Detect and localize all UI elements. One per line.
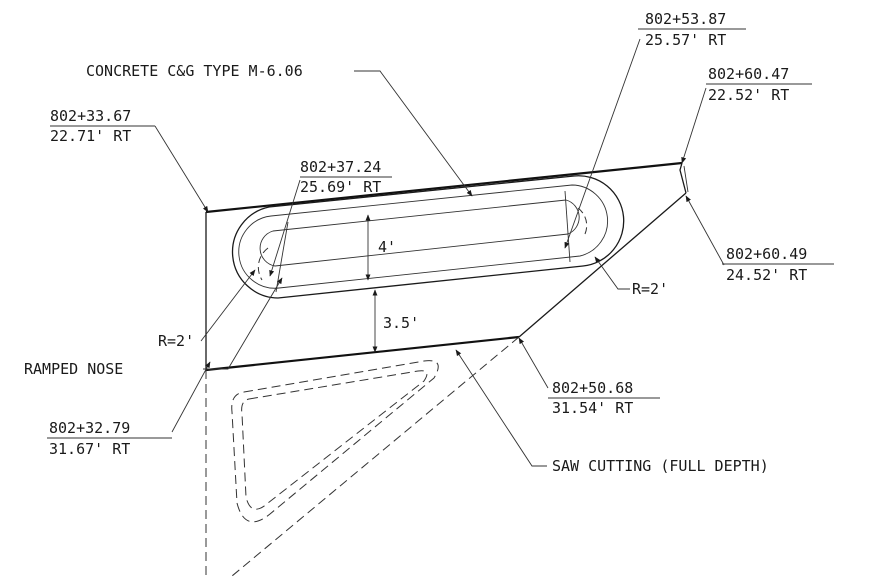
ramp-dashed-arc-right [577,207,588,235]
label-ramped-nose: RAMPED NOSE [24,360,123,378]
island-diagonal-edge [518,192,687,338]
leader-lines [154,38,725,467]
station-s6: 802+50.68 [552,379,633,397]
offset-s6: 31.54' RT [552,399,633,417]
island-outline [205,161,689,372]
offset-s1: 22.71' RT [50,127,131,145]
dimension-4ft: 4' [365,214,396,281]
ramp-break-line-right [564,190,571,263]
leader-s7 [171,361,211,433]
label-radius-left: R=2' [158,332,194,350]
dimension-4ft-label: 4' [378,238,396,256]
existing-triangle-outer [231,360,439,523]
curb-middle-outline [238,184,608,289]
island-right-end [679,162,687,194]
leader-radius-left [200,269,256,342]
saw-cut-diagonal-dashed [231,336,520,577]
offset-s7: 31.67' RT [49,440,130,458]
existing-triangle-inner [241,370,428,510]
leader-s1 [154,125,209,213]
curb-island [231,175,625,299]
island-right-end-inner [683,165,689,193]
ramp-dashed-arc-left [257,247,269,281]
offset-s3: 25.57' RT [645,31,726,49]
leader-curb-type [354,70,473,197]
dimension-3-5ft-label: 3.5' [383,314,419,332]
offset-s4: 22.52' RT [708,86,789,104]
station-s5: 802+60.49 [726,245,807,263]
dimension-3-5ft: 3.5' [372,289,419,353]
annotation-labels: CONCRETE C&G TYPE M-6.06 802+33.67 22.71… [24,10,834,475]
leader-saw-cutting [455,349,547,467]
label-curb-type: CONCRETE C&G TYPE M-6.06 [86,62,303,80]
station-s4: 802+60.47 [708,65,789,83]
station-s1: 802+33.67 [50,107,131,125]
leader-ramped-nose [203,277,283,370]
station-s2: 802+37.24 [300,158,381,176]
station-s7: 802+32.79 [49,419,130,437]
ramp-break-line-left [275,221,289,293]
leader-s5 [685,195,725,266]
label-saw-cutting: SAW CUTTING (FULL DEPTH) [552,457,769,475]
station-s3: 802+53.87 [645,10,726,28]
leader-s4 [681,87,707,164]
existing-triangle-area [205,336,520,578]
leader-radius-right [594,256,630,290]
leader-s6 [518,337,549,389]
offset-s5: 24.52' RT [726,266,807,284]
label-radius-right: R=2' [632,280,668,298]
offset-s2: 25.69' RT [300,178,381,196]
curb-outer-outline [231,175,625,299]
leader-s3 [564,38,641,249]
island-top-edge [205,161,683,214]
curb-inner-outline [259,199,580,267]
leader-s2 [269,179,301,277]
island-bottom-edge [205,335,520,372]
